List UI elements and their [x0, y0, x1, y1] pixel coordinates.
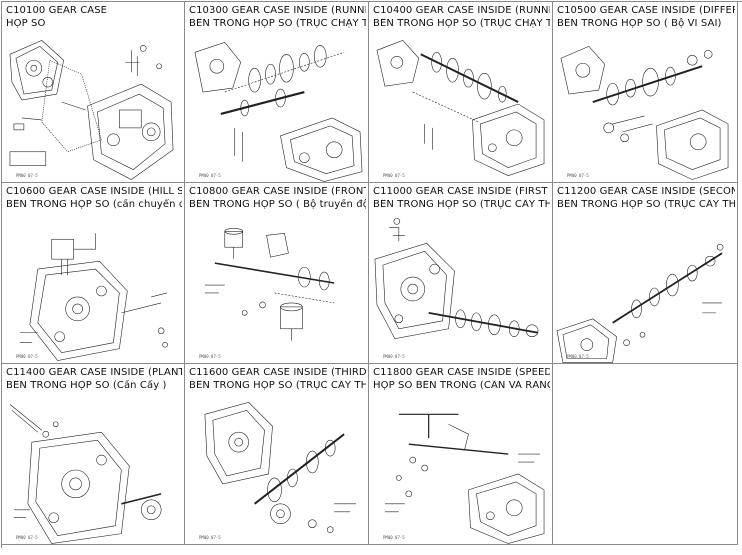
catalog-cell-c11800[interactable]: C11800 GEAR CASE INSIDE (SPEED CHA HỘP S… [369, 364, 553, 545]
cell-code-title: C10500 GEAR CASE INSIDE (DIFFERENTI [557, 5, 735, 16]
catalog-cell-c11200[interactable]: C11200 GEAR CASE INSIDE (SECOND PL BÊN T… [553, 183, 738, 364]
planting-lever-drawing [2, 394, 184, 544]
cell-code-title: C10400 GEAR CASE INSIDE (RUNNING S [373, 5, 550, 16]
cell-name-title: BÊN TRONG HỘP SỐ (cần chuyển đổi kh [6, 199, 182, 210]
cell-code-title: C10800 GEAR CASE INSIDE (FRONT WHE [189, 186, 366, 197]
cell-code-title: C10600 GEAR CASE INSIDE (HILL SPACE [6, 186, 182, 197]
catalog-cell-c10600[interactable]: C10600 GEAR CASE INSIDE (HILL SPACE BÊN … [2, 183, 185, 364]
cell-name-title: BÊN TRONG HỘP SỐ (TRỤC CẤY THỨ [189, 380, 366, 391]
second-planting-shaft-drawing [553, 213, 737, 363]
figure-reference: PM00 07-5 [16, 354, 38, 359]
catalog-cell-c10800[interactable]: C10800 GEAR CASE INSIDE (FRONT WHE BÊN T… [185, 183, 369, 364]
cell-code-title: C11800 GEAR CASE INSIDE (SPEED CHA [373, 367, 550, 378]
cell-name-title: BÊN TRONG HỘP SỐ (TRỤC CẤY THỨ [557, 199, 735, 210]
hill-space-lever-drawing [2, 213, 184, 363]
first-planting-shaft-drawing [369, 213, 552, 363]
catalog-cell-c11600[interactable]: C11600 GEAR CASE INSIDE (THIRD PLA BÊN T… [185, 364, 369, 545]
cell-name-title: BÊN TRONG HỘP SỐ (Cần Cấy ) [6, 380, 167, 391]
cell-code-title: C11200 GEAR CASE INSIDE (SECOND PL [557, 186, 735, 197]
empty-cell [553, 364, 738, 545]
catalog-cell-c11000[interactable]: C11000 GEAR CASE INSIDE (FIRST PLAN BÊN … [369, 183, 553, 364]
figure-reference: PM00 07-5 [383, 535, 405, 540]
catalog-cell-c10400[interactable]: C10400 GEAR CASE INSIDE (RUNNING S BÊN T… [369, 2, 553, 183]
running-shaft-2-drawing [369, 32, 552, 182]
figure-reference: PM00 07-5 [383, 354, 405, 359]
cell-name-title: HỘP SỐ [6, 18, 46, 29]
figure-reference: PM00 07-5 [567, 354, 589, 359]
figure-reference: PM00 07-5 [16, 535, 38, 540]
figure-reference: PM00 07-5 [16, 173, 38, 178]
cell-code-title: C11400 GEAR CASE INSIDE (PLANTING [6, 367, 182, 378]
cell-code-title: C10300 GEAR CASE INSIDE (RUNNING FI [189, 5, 366, 16]
cell-name-title: BÊN TRONG HỘP SỐ (TRỤC CHẠY THỨ [373, 18, 550, 29]
figure-reference: PM00 07-5 [567, 173, 589, 178]
catalog-cell-c10300[interactable]: C10300 GEAR CASE INSIDE (RUNNING FI BÊN … [185, 2, 369, 183]
running-shaft-drawing [185, 32, 368, 182]
third-planting-shaft-drawing [185, 394, 368, 544]
catalog-cell-c10100[interactable]: C10100 GEAR CASE HỘP SỐ PM00 07-5 [2, 2, 185, 183]
catalog-cell-c11400[interactable]: C11400 GEAR CASE INSIDE (PLANTING BÊN TR… [2, 364, 185, 545]
cell-code-title: C11000 GEAR CASE INSIDE (FIRST PLAN [373, 186, 550, 197]
front-wheel-drive-drawing [185, 213, 368, 363]
cell-name-title: BÊN TRONG HỘP SỐ ( Bộ truyền động b [189, 199, 366, 210]
figure-reference: PM00 07-5 [199, 354, 221, 359]
cell-name-title: BÊN TRONG HỘP SỐ (TRỤC CHẠY THỨ [189, 18, 366, 29]
gear-case-exploded-drawing [2, 32, 184, 182]
figure-reference: PM00 07-5 [383, 173, 405, 178]
figure-reference: PM00 07-5 [199, 535, 221, 540]
cell-name-title: BÊN TRONG HỘP SỐ (TRỤC CẤY THỨ [373, 199, 550, 210]
speed-change-lever-drawing [369, 394, 552, 544]
cell-name-title: HỘP SỐ BÊN TRONG (CẦN VÀ RĂNG Đ [373, 380, 550, 391]
cell-code-title: C11600 GEAR CASE INSIDE (THIRD PLA [189, 367, 366, 378]
cell-code-title: C10100 GEAR CASE [6, 5, 108, 16]
cell-name-title: BÊN TRONG HỘP SỐ ( Bộ VI SAI) [557, 18, 722, 29]
figure-reference: PM00 07-5 [199, 173, 221, 178]
differential-drawing [553, 32, 737, 182]
catalog-cell-c10500[interactable]: C10500 GEAR CASE INSIDE (DIFFERENTI BÊN … [553, 2, 738, 183]
